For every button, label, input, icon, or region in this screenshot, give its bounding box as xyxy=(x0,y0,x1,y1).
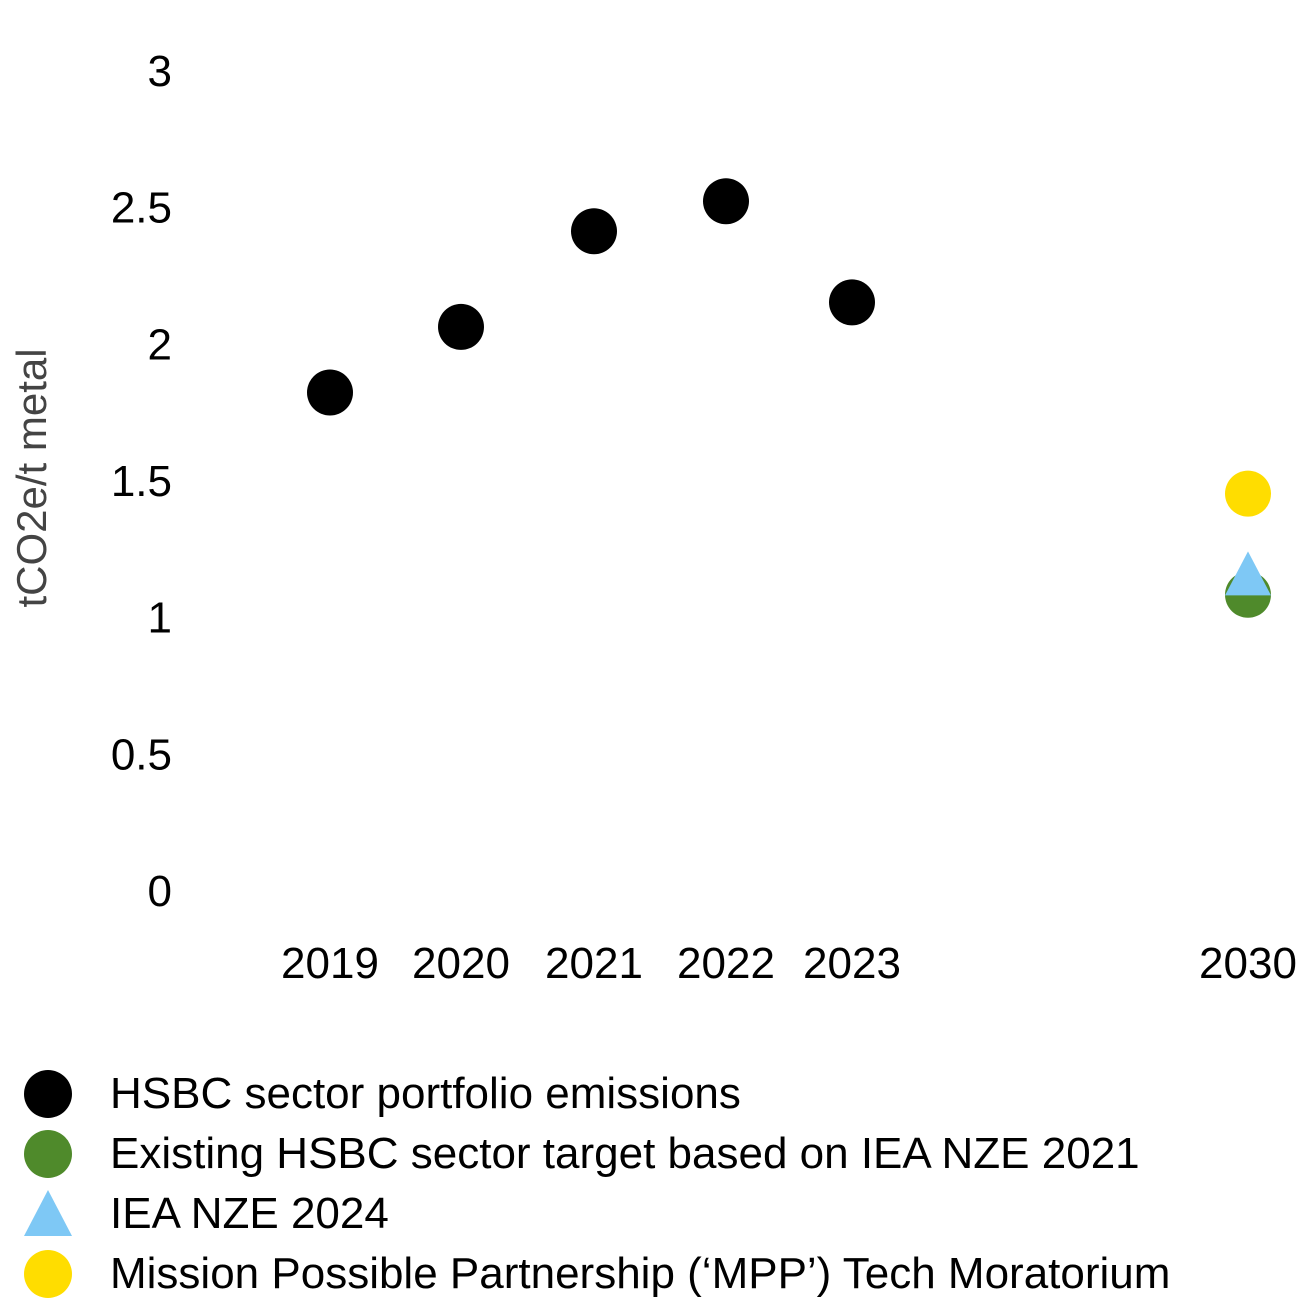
y-tick-label: 1 xyxy=(148,594,172,643)
x-tick-label: 2022 xyxy=(677,939,775,988)
legend-circle-marker xyxy=(18,1124,78,1184)
x-tick-label: 2021 xyxy=(545,939,643,988)
plot-area xyxy=(307,178,1271,618)
legend-triangle-marker xyxy=(18,1184,78,1244)
x-tick-label: 2023 xyxy=(803,939,901,988)
legend-item: Existing HSBC sector target based on IEA… xyxy=(18,1124,1308,1184)
y-tick-label: 1.5 xyxy=(111,457,172,506)
legend-item: HSBC sector portfolio emissions xyxy=(18,1064,1308,1124)
data-point xyxy=(1225,551,1271,596)
y-tick-label: 0.5 xyxy=(111,730,172,779)
chart: tCO2e/t metal 0 0.5 1 1.5 2 2.5 3 2019 2020 2021… xyxy=(8,47,1297,988)
legend-label: HSBC sector portfolio emissions xyxy=(110,1069,741,1118)
data-point xyxy=(307,369,353,416)
data-point xyxy=(1225,470,1271,517)
y-tick-label: 0 xyxy=(148,867,172,916)
x-tick-label: 2030 xyxy=(1199,939,1297,988)
data-point xyxy=(829,279,875,326)
data-point xyxy=(438,303,484,350)
x-axis-ticks: 2019 2020 2021 2022 2023 2030 xyxy=(281,939,1297,988)
legend-label: Mission Possible Partnership (‘MPP’) Tec… xyxy=(110,1249,1171,1298)
x-tick-label: 2019 xyxy=(281,939,379,988)
legend-item: Mission Possible Partnership (‘MPP’) Tec… xyxy=(18,1244,1308,1304)
y-tick-label: 3 xyxy=(148,47,172,96)
y-axis-ticks: 0 0.5 1 1.5 2 2.5 3 xyxy=(111,47,172,916)
legend-circle-marker xyxy=(18,1244,78,1304)
legend-label: IEA NZE 2024 xyxy=(110,1189,389,1238)
legend-label: Existing HSBC sector target based on IEA… xyxy=(110,1129,1140,1178)
x-tick-label: 2020 xyxy=(412,939,510,988)
y-axis-label: tCO2e/t metal xyxy=(8,348,55,607)
y-tick-label: 2 xyxy=(148,320,172,369)
data-point xyxy=(703,178,749,225)
y-tick-label: 2.5 xyxy=(111,184,172,233)
legend-circle-marker xyxy=(18,1064,78,1124)
data-point xyxy=(571,208,617,255)
legend-item: IEA NZE 2024 xyxy=(18,1184,1308,1244)
